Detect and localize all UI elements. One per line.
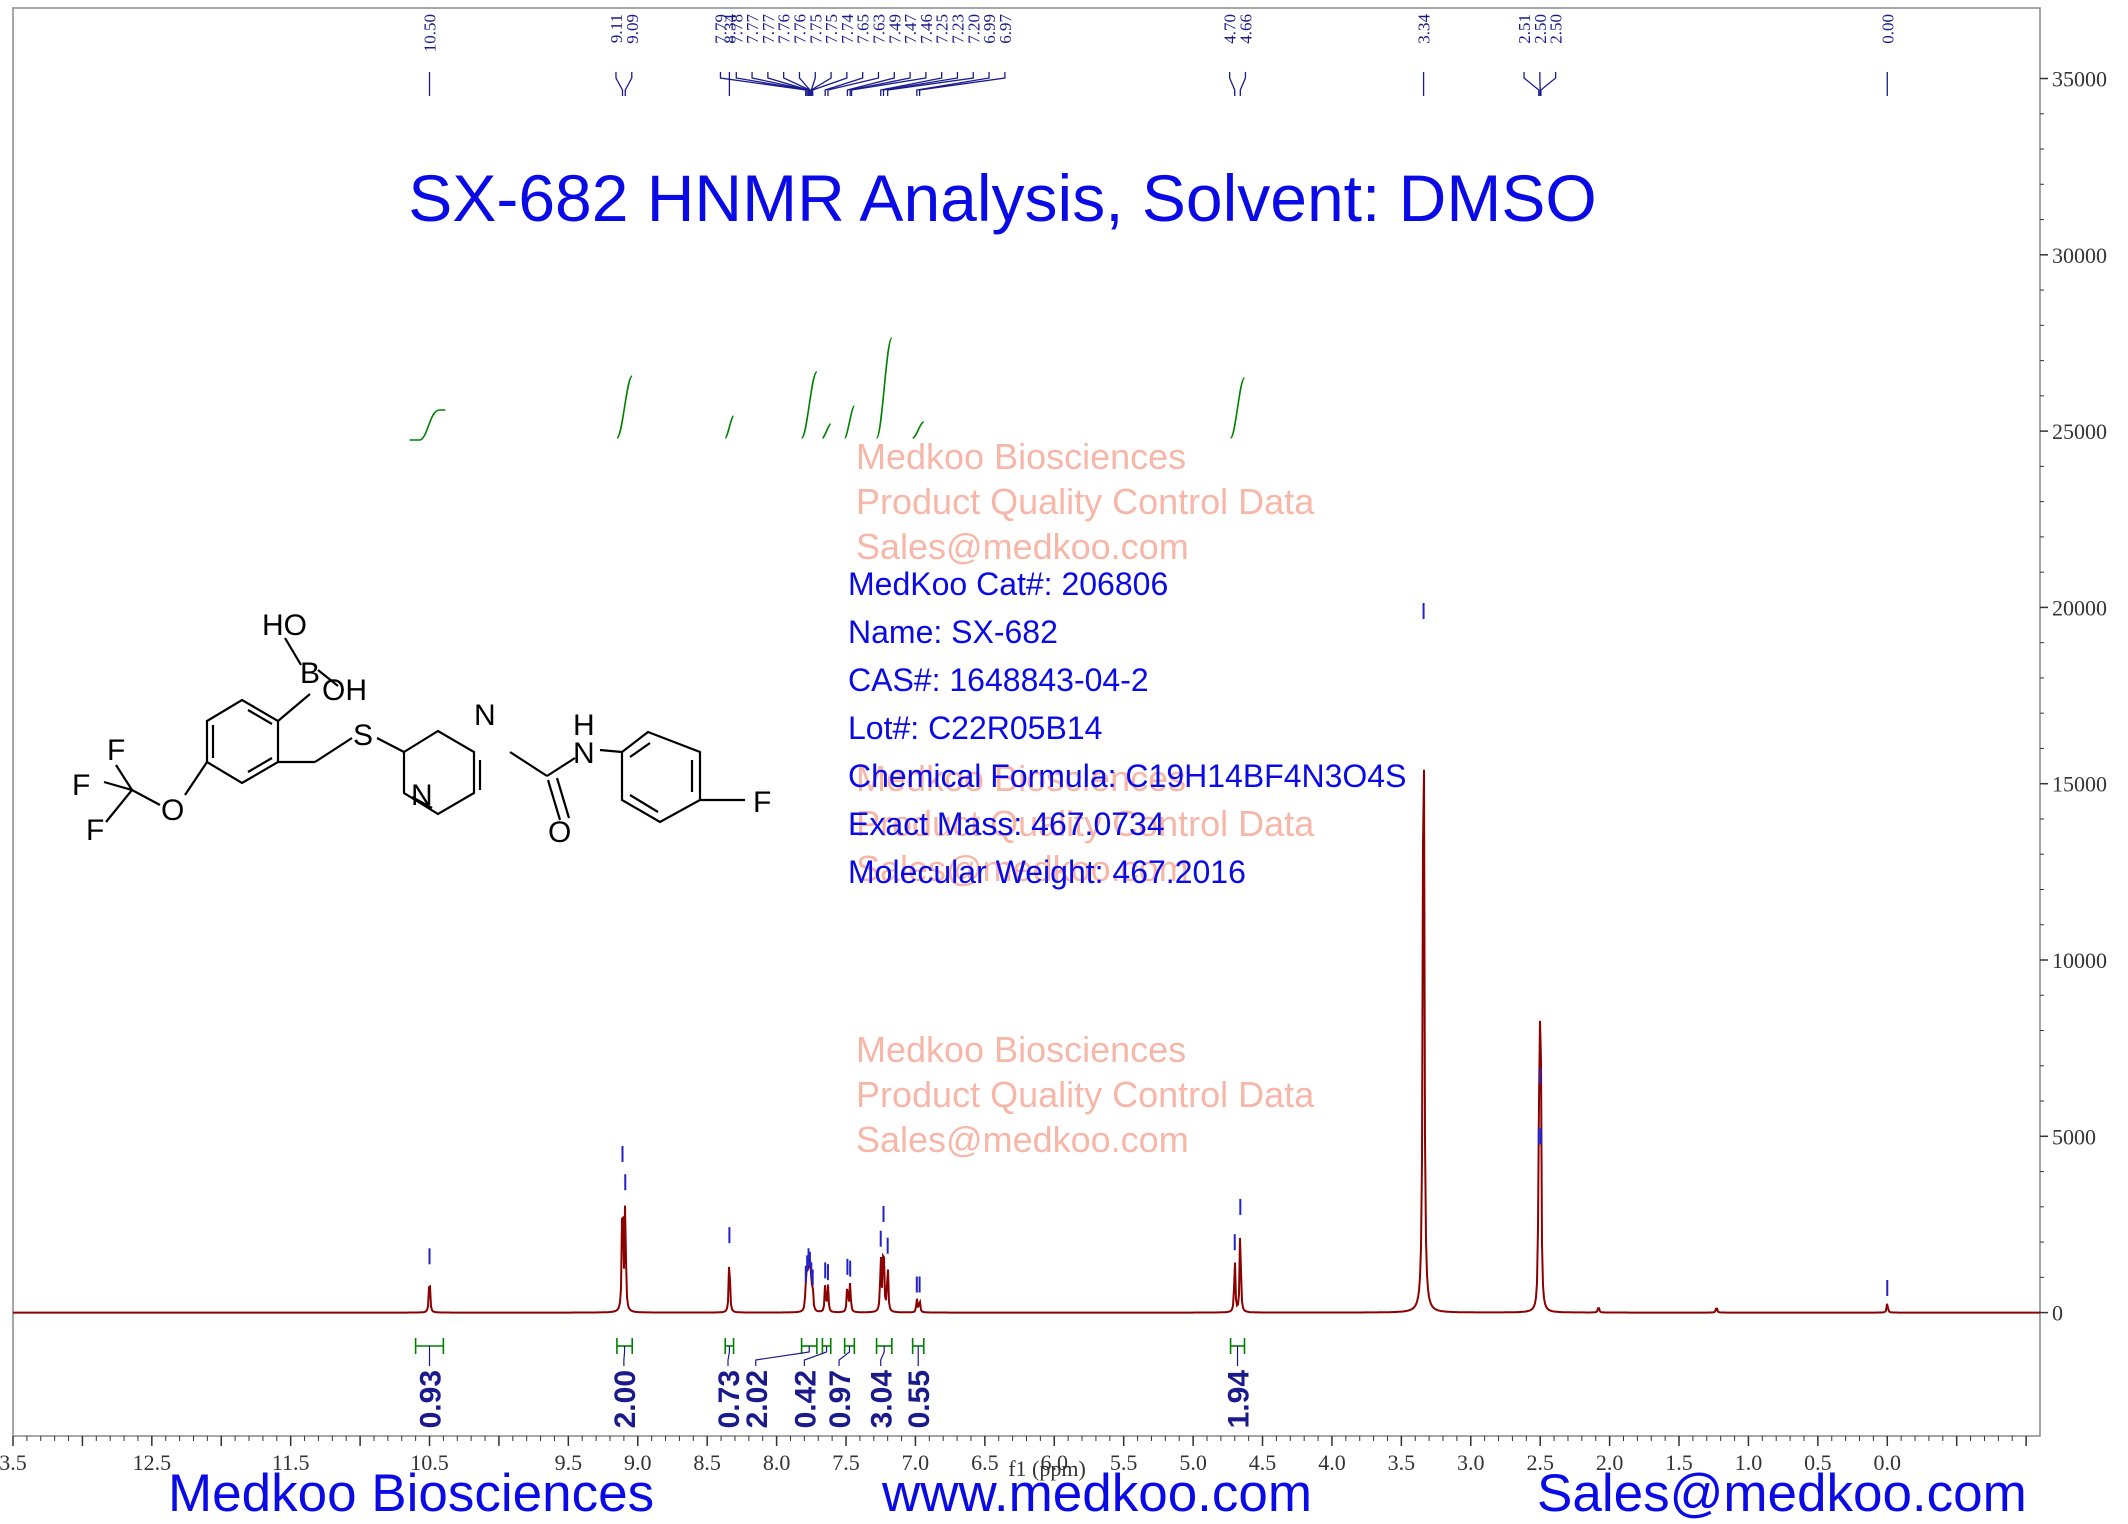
info-lot: Lot#: C22R05B14 xyxy=(848,704,1406,752)
atom-ho: HO xyxy=(262,609,307,642)
atom-f2: F xyxy=(72,769,90,802)
peak-leader xyxy=(1240,72,1245,96)
y-axis: 0 5000 10000 15000 20000 25000 30000 35000 xyxy=(2040,67,2107,1326)
footer-website: www.medkoo.com xyxy=(882,1463,1312,1524)
benzene-ring-b xyxy=(622,732,700,822)
atom-n-bottom: N xyxy=(411,779,433,812)
integral-value: 1.94 xyxy=(1223,1370,1256,1429)
atom-f1: F xyxy=(107,734,125,767)
integral-curve xyxy=(845,406,855,438)
y-tick-label: 10000 xyxy=(2052,948,2107,973)
peak-label: 3.34 xyxy=(1415,14,1434,44)
y-tick-label: 30000 xyxy=(2052,243,2107,268)
info-cas: CAS#: 1648843-04-2 xyxy=(848,656,1406,704)
benzene-ring-a xyxy=(207,700,278,783)
x-tick-label: 3.0 xyxy=(1457,1450,1485,1475)
atom-f-para: F xyxy=(753,786,771,819)
peak-label: 6.97 xyxy=(996,14,1015,44)
atom-s: S xyxy=(353,719,373,752)
integral-leader xyxy=(728,1346,729,1366)
peak-label: 4.66 xyxy=(1236,14,1255,44)
integral-curves xyxy=(410,338,1245,440)
info-cat-number: MedKoo Cat#: 206806 xyxy=(848,560,1406,608)
peak-label: 2.50 xyxy=(1547,14,1566,44)
watermark-line: Medkoo Biosciences xyxy=(856,1027,1314,1072)
integral-value: 3.04 xyxy=(866,1370,899,1429)
integral-curve xyxy=(822,424,830,438)
x-tick-label: 8.5 xyxy=(693,1450,721,1475)
integral-value: 2.02 xyxy=(741,1370,774,1428)
integral-value: 2.00 xyxy=(609,1370,642,1428)
info-name: Name: SX-682 xyxy=(848,608,1406,656)
atom-oh: OH xyxy=(322,674,367,707)
peak-leader xyxy=(720,72,805,96)
peak-leader xyxy=(813,72,847,96)
peak-leader xyxy=(1541,72,1556,96)
atom-b: B xyxy=(300,657,320,690)
x-tick-label: 3.5 xyxy=(1388,1450,1416,1475)
integral-curve xyxy=(725,416,733,438)
watermark-line: Product Quality Control Data xyxy=(856,1072,1314,1117)
watermark-top: Medkoo Biosciences Product Quality Contr… xyxy=(856,434,1314,569)
atom-nh-n: N xyxy=(573,737,595,770)
integral-value: 0.97 xyxy=(824,1370,857,1428)
atom-n-top: N xyxy=(474,699,496,732)
info-exact-mass: Exact Mass: 467.0734 xyxy=(848,800,1406,848)
x-tick-label: 8.0 xyxy=(763,1450,791,1475)
integral-curve xyxy=(802,372,817,438)
atom-o-ether: O xyxy=(161,794,184,827)
peak-leader xyxy=(625,72,632,96)
info-molecular-weight: Molecular Weight: 467.2016 xyxy=(848,848,1406,896)
integral-curve xyxy=(1231,378,1245,438)
y-tick-label: 5000 xyxy=(2052,1124,2096,1149)
x-tick-label: 3.5 xyxy=(0,1450,27,1475)
integral-curve xyxy=(617,376,632,438)
peak-leader xyxy=(1230,72,1235,96)
peak-leader xyxy=(1524,72,1539,96)
y-tick-label: 15000 xyxy=(2052,772,2107,797)
compound-info: MedKoo Cat#: 206806 Name: SX-682 CAS#: 1… xyxy=(848,560,1406,896)
footer-email: Sales@medkoo.com xyxy=(1537,1463,2027,1524)
integral-leader xyxy=(881,1346,884,1366)
x-tick-label: 4.0 xyxy=(1318,1450,1346,1475)
peak-leader xyxy=(616,72,623,96)
integral-value: 0.42 xyxy=(789,1370,822,1428)
watermark-line: Sales@medkoo.com xyxy=(856,1117,1314,1162)
info-formula: Chemical Formula: C19H14BF4N3O4S xyxy=(848,752,1406,800)
peak-label: 0.00 xyxy=(1878,14,1897,44)
y-tick-label: 20000 xyxy=(2052,595,2107,620)
integral-leader xyxy=(624,1346,625,1366)
atom-f3: F xyxy=(86,814,104,847)
watermark-line: Product Quality Control Data xyxy=(856,479,1314,524)
chart-title: SX-682 HNMR Analysis, Solvent: DMSO xyxy=(0,160,2005,236)
integral-curve xyxy=(410,410,446,440)
y-tick-label: 0 xyxy=(2052,1301,2063,1326)
integral-value: 0.55 xyxy=(903,1370,936,1428)
x-tick-label: 12.5 xyxy=(133,1450,172,1475)
peak-label: 9.09 xyxy=(623,14,642,44)
integral-curve xyxy=(877,338,892,438)
watermark-bottom: Medkoo Biosciences Product Quality Contr… xyxy=(856,1027,1314,1162)
atom-o-carbonyl: O xyxy=(548,816,571,849)
integral-value: 0.93 xyxy=(415,1370,448,1428)
footer-company: Medkoo Biosciences xyxy=(168,1463,654,1524)
x-tick-label: 7.5 xyxy=(832,1450,860,1475)
structure-atoms: HO B OH S N N H N O F F F F O xyxy=(72,609,771,849)
peak-label: 10.50 xyxy=(421,14,440,52)
integral-leader xyxy=(804,1346,826,1366)
y-tick-label: 35000 xyxy=(2052,67,2107,92)
y-tick-label: 25000 xyxy=(2052,419,2107,444)
watermark-line: Medkoo Biosciences xyxy=(856,434,1314,479)
